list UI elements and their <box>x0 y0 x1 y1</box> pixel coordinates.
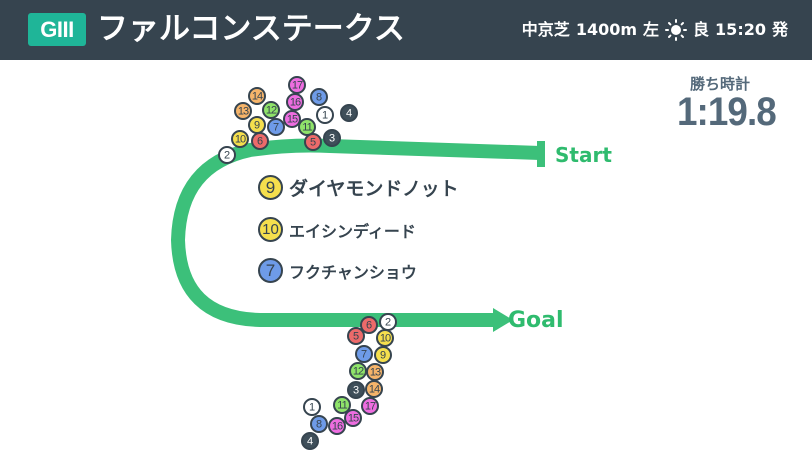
horse-marker-3: 3 <box>347 381 365 399</box>
svg-text:4: 4 <box>346 108 352 120</box>
horse-name-third: フクチャンショウ <box>289 262 417 282</box>
horse-marker-1: 1 <box>316 106 334 124</box>
start-label: Start <box>555 143 612 167</box>
horse-marker-12: 12 <box>262 101 280 119</box>
horse-marker-6: 6 <box>251 132 269 150</box>
horse-marker-15: 15 <box>344 409 362 427</box>
svg-text:6: 6 <box>366 320 372 332</box>
svg-text:13: 13 <box>238 106 249 118</box>
svg-text:9: 9 <box>380 350 386 362</box>
race-header: GIII ファルコンステークス 中京芝 1400m 左 良 15:20 発 <box>0 0 812 60</box>
podium-second: 10 エイシンディード <box>258 217 416 242</box>
goal-label: Goal <box>508 308 564 333</box>
horse-marker-9: 9 <box>248 116 266 134</box>
horse-marker-2: 2 <box>379 313 397 331</box>
svg-text:8: 8 <box>316 419 322 431</box>
podium-first: 9 ダイヤモンドノット <box>258 174 459 201</box>
svg-text:2: 2 <box>224 150 230 162</box>
horse-marker-13: 13 <box>366 363 384 381</box>
svg-text:3: 3 <box>353 385 359 397</box>
svg-text:9: 9 <box>254 120 260 132</box>
post-time: 15:20 <box>715 20 766 39</box>
sun-icon <box>665 19 688 41</box>
svg-text:8: 8 <box>316 92 322 104</box>
finish-positions: 2 65 10 7 9 12 13 3 14 11 17 15 16 184 <box>301 313 397 450</box>
course-surface: 中京芝 <box>521 20 570 39</box>
horse-marker-4: 4 <box>301 432 319 450</box>
svg-text:1: 1 <box>309 402 315 414</box>
svg-text:11: 11 <box>337 400 347 412</box>
horse-marker-7: 7 <box>355 345 373 363</box>
horse-marker-1: 1 <box>303 398 321 416</box>
svg-text:11: 11 <box>302 122 312 134</box>
horse-marker-2: 2 <box>218 146 236 164</box>
horse-number-badge: 9 <box>258 175 283 200</box>
horse-name-first: ダイヤモンドノット <box>289 178 459 200</box>
svg-text:15: 15 <box>348 413 359 425</box>
course-direction: 左 <box>643 20 660 39</box>
race-conditions: 中京芝 1400m 左 良 15:20 発 <box>522 18 788 42</box>
svg-text:16: 16 <box>290 97 301 109</box>
race-distance: 1400m <box>575 20 638 39</box>
svg-text:1: 1 <box>322 110 328 122</box>
track-going: 良 <box>693 20 710 39</box>
horse-marker-11: 11 <box>333 396 351 414</box>
svg-text:6: 6 <box>257 136 263 148</box>
horse-marker-8: 8 <box>310 88 328 106</box>
svg-text:13: 13 <box>370 367 381 379</box>
svg-text:16: 16 <box>332 421 343 433</box>
svg-text:3: 3 <box>329 133 335 145</box>
horse-marker-10: 10 <box>231 130 249 148</box>
horse-marker-12: 12 <box>349 362 367 380</box>
svg-text:7: 7 <box>361 349 367 361</box>
track-path <box>170 138 545 332</box>
horse-number-badge: 10 <box>258 217 283 242</box>
horse-marker-10: 10 <box>376 329 394 347</box>
horse-marker-16: 16 <box>286 93 304 111</box>
svg-text:17: 17 <box>292 80 303 92</box>
svg-text:14: 14 <box>369 384 380 396</box>
horse-marker-14: 14 <box>365 380 383 398</box>
svg-text:10: 10 <box>235 134 246 146</box>
svg-text:12: 12 <box>353 366 364 378</box>
horse-marker-17: 17 <box>288 76 306 94</box>
winning-time: 1:19.8 <box>677 90 777 134</box>
horse-marker-4: 4 <box>340 104 358 122</box>
winning-time-label: 勝ち時計 <box>690 75 751 93</box>
horse-marker-14: 14 <box>248 87 266 105</box>
svg-text:17: 17 <box>365 401 376 413</box>
start-marker <box>537 141 545 167</box>
horse-name-second: エイシンディード <box>289 221 416 241</box>
horse-marker-11: 11 <box>298 118 316 136</box>
svg-text:7: 7 <box>273 122 279 134</box>
svg-text:12: 12 <box>266 105 277 117</box>
horse-marker-5: 5 <box>304 133 322 151</box>
podium-third: 7 フクチャンショウ <box>258 258 417 283</box>
svg-text:15: 15 <box>287 114 298 126</box>
svg-text:5: 5 <box>310 137 316 149</box>
horse-marker-9: 9 <box>374 346 392 364</box>
horse-marker-16: 16 <box>328 417 346 435</box>
horse-number-badge: 7 <box>258 258 283 283</box>
horse-marker-17: 17 <box>361 397 379 415</box>
grade-badge: GIII <box>28 13 86 46</box>
horse-marker-6: 6 <box>360 316 378 334</box>
horse-marker-5: 5 <box>347 327 365 345</box>
race-title: ファルコンステークス <box>97 11 405 47</box>
horse-marker-3: 3 <box>323 129 341 147</box>
svg-text:2: 2 <box>385 317 391 329</box>
svg-text:4: 4 <box>307 436 313 448</box>
horse-marker-7: 7 <box>267 118 285 136</box>
horse-marker-8: 8 <box>310 415 328 433</box>
horse-marker-13: 13 <box>234 102 252 120</box>
post-suffix: 発 <box>771 20 788 39</box>
svg-text:5: 5 <box>353 331 359 343</box>
svg-text:14: 14 <box>252 91 263 103</box>
goal-arrow-icon <box>493 308 513 332</box>
svg-text:10: 10 <box>380 333 391 345</box>
horse-marker-15: 15 <box>283 110 301 128</box>
